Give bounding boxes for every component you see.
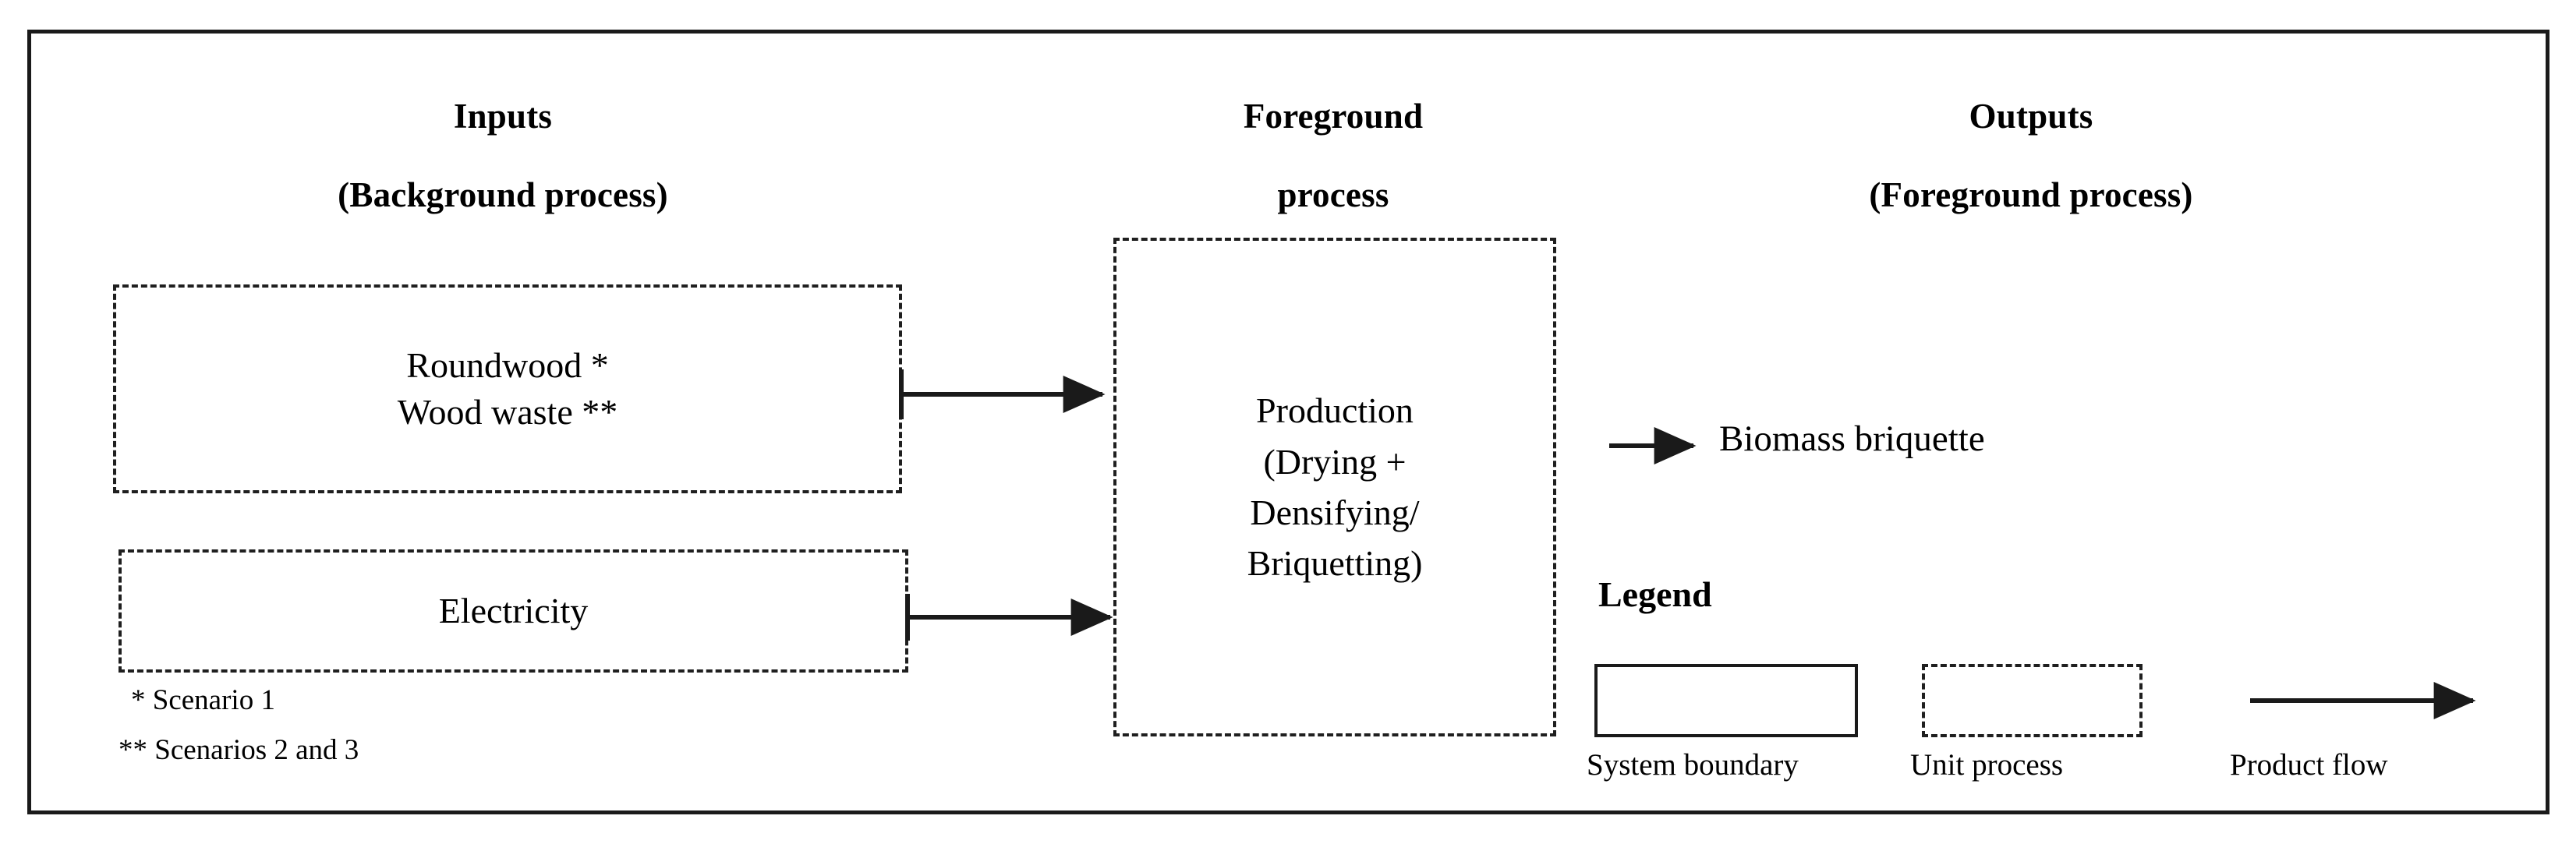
heading-inputs-line2: (Background process): [338, 175, 668, 215]
footnote-scenarios-2-and-3: ** Scenarios 2 and 3: [119, 734, 359, 766]
column-heading-inputs: Inputs (Background process): [109, 58, 897, 254]
unit-process-box-production: Production (Drying + Densifying/ Briquet…: [1113, 238, 1556, 736]
legend-swatch-unit-process-icon: [1922, 664, 2143, 737]
legend-caption-system-boundary: System boundary: [1587, 748, 1799, 782]
system-boundary-frame: [27, 30, 2549, 814]
legend-swatch-system-boundary-icon: [1594, 664, 1858, 737]
legend-caption-product-flow: Product flow: [2230, 748, 2388, 782]
unit-process-box-electricity-label: Electricity: [438, 591, 589, 631]
legend-caption-unit-process: Unit process: [1910, 748, 2064, 782]
heading-inputs-line1: Inputs: [453, 97, 553, 136]
legend-title: Legend: [1598, 574, 1712, 614]
column-heading-foreground: Foreground process: [1107, 58, 1559, 254]
footnote-scenario-1: * Scenario 1: [131, 684, 275, 716]
unit-process-box-roundwood: Roundwood * Wood waste **: [113, 284, 902, 493]
heading-foreground-line1: Foreground: [1243, 97, 1424, 136]
heading-outputs-line1: Outputs: [1969, 97, 2093, 136]
heading-foreground-line2: process: [1277, 175, 1389, 215]
heading-outputs-line2: (Foreground process): [1869, 175, 2193, 215]
unit-process-box-roundwood-label: Roundwood * Wood waste **: [397, 345, 618, 432]
column-heading-outputs: Outputs (Foreground process): [1567, 58, 2495, 254]
unit-process-box-electricity: Electricity: [119, 549, 908, 673]
output-label-biomass-briquette: Biomass briquette: [1719, 418, 1985, 459]
unit-process-box-production-label: Production (Drying + Densifying/ Briquet…: [1247, 390, 1423, 584]
